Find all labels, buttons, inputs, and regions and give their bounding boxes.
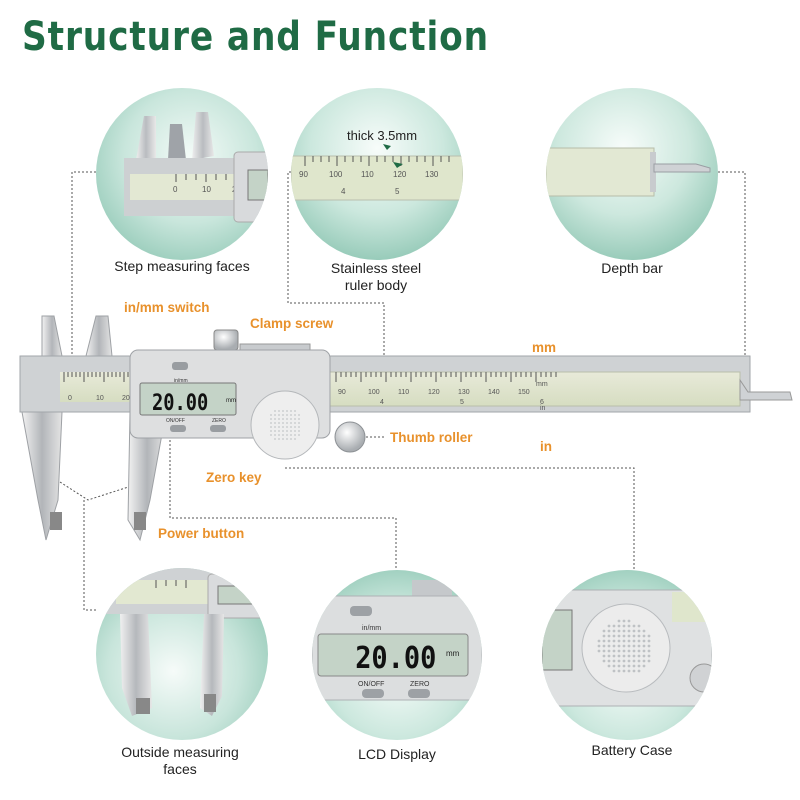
lcd-zero-button[interactable] <box>408 689 430 698</box>
beam-mm-tick-90: 90 <box>338 389 346 396</box>
step-measuring-faces-circle: 0 10 20 <box>96 88 268 260</box>
thickness-note: thick 3.5mm <box>347 128 417 143</box>
caption-battery-case: Battery Case <box>591 742 673 758</box>
thickness-arrow-down-icon <box>383 144 391 150</box>
beam-jaw-tick-0: 0 <box>68 395 72 402</box>
lcd-inmm-switch-button[interactable] <box>350 606 372 616</box>
lcd-unit: mm <box>446 649 460 658</box>
callout-inmm-switch: in/mm switch <box>124 300 210 315</box>
thickness-arrow-up-icon <box>393 162 403 168</box>
beam-jaw-tick-10: 10 <box>96 395 104 402</box>
callout-mm: mm <box>532 340 557 355</box>
depth-bar-circle <box>546 88 718 260</box>
battery-case <box>250 390 320 460</box>
callout-zero-key: Zero key <box>206 470 262 485</box>
ruler-tick-110: 110 <box>361 170 374 179</box>
ruler-tick-120: 120 <box>393 170 407 179</box>
beam-mm-tick-150: 150 <box>518 389 530 396</box>
lcd-display-circle: in/mm 20.00 mm ON/OFF ZERO <box>312 570 482 740</box>
caption-lcd-display: LCD Display <box>358 746 436 762</box>
ruler-inch-tick-5: 5 <box>395 187 400 196</box>
power-button[interactable] <box>170 425 186 432</box>
beam-inch-tick-4: 4 <box>380 399 384 406</box>
beam-jaw-tick-20: 20 <box>122 395 130 402</box>
beam-mm-tick-130: 130 <box>458 389 470 396</box>
lcd-reading: 20.00 <box>355 641 436 676</box>
beam-inch-tick-6: 6 <box>540 399 544 406</box>
callout-clamp-screw: Clamp screw <box>250 316 334 331</box>
beam-unit-mm: mm <box>536 381 548 388</box>
page-title: Structure and Function <box>22 14 490 60</box>
clamp-screw[interactable] <box>213 329 239 351</box>
lcd-power-button[interactable] <box>362 689 384 698</box>
lcd-screen <box>139 382 237 416</box>
callout-power-button: Power button <box>158 526 245 541</box>
lcd-zero-label: ZERO <box>410 681 430 688</box>
caption-depth-bar: Depth bar <box>601 260 663 276</box>
lcd-mode-label: in/mm <box>362 625 381 632</box>
beam-mm-tick-140: 140 <box>488 389 500 396</box>
step-jaw-tick-0: 0 <box>173 185 178 194</box>
ruler-tick-100: 100 <box>329 170 343 179</box>
slider-mode-label: in/mm <box>174 378 188 384</box>
ruler-tick-90: 90 <box>299 170 308 179</box>
battery-case-circle <box>542 570 712 740</box>
ruler-tick-130: 130 <box>425 170 439 179</box>
inmm-switch-button[interactable] <box>172 362 188 370</box>
beam-inch-tick-5: 5 <box>460 399 464 406</box>
step-jaw-tick-10: 10 <box>202 185 211 194</box>
slider-zero-label: ZERO <box>212 418 226 424</box>
slider-unit: mm <box>226 398 236 404</box>
slider-reading: 20.00 <box>152 390 208 416</box>
beam-mm-tick-100: 100 <box>368 389 380 396</box>
ruler-inch-tick-4: 4 <box>341 187 346 196</box>
lcd-onoff-label: ON/OFF <box>358 681 384 688</box>
callout-thumb-roller: Thumb roller <box>390 430 473 445</box>
beam-mm-tick-110: 110 <box>398 389 409 396</box>
callout-in: in <box>540 439 552 454</box>
caption-outside-measuring-faces: Outside measuring faces <box>121 744 239 777</box>
thumb-roller[interactable] <box>334 421 366 453</box>
caption-ruler-body: Stainless steel ruler body <box>330 260 422 293</box>
slider-onoff-label: ON/OFF <box>166 418 185 424</box>
beam-unit-in: in <box>540 405 546 412</box>
zero-button[interactable] <box>210 425 226 432</box>
caption-step-measuring-faces: Step measuring faces <box>114 258 250 274</box>
beam-mm-tick-120: 120 <box>428 389 440 396</box>
connector-lines <box>59 171 746 611</box>
ruler-body-circle: 90 100 110 120 130 4 5 thick 3.5mm <box>291 88 463 260</box>
